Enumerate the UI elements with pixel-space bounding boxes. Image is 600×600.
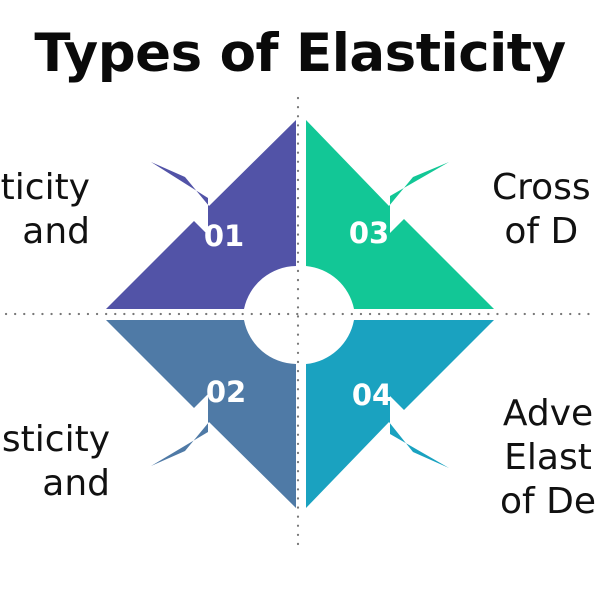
quadrant-01-label: ticity and (1, 166, 90, 254)
quadrant-02-label: sticity and (2, 418, 110, 506)
quadrant-02-number: 02 (206, 375, 246, 409)
quadrant-01-label-line: ticity (0, 167, 90, 208)
quadrant-04-label-line: Adve (502, 393, 594, 434)
quadrant-04-label-line: of De (500, 481, 597, 522)
quadrant-02-label-line: and (42, 463, 110, 504)
quadrant-01-label-line: and (22, 211, 90, 252)
quadrant-01-shape (106, 120, 296, 309)
quadrant-02-shape (106, 320, 296, 508)
quadrant-03-shape (306, 120, 494, 309)
quadrant-03-label: Cross of D (492, 166, 591, 254)
quadrant-01-number: 01 (204, 219, 244, 253)
quadrant-03-number: 03 (349, 216, 389, 250)
quadrant-04-shape (306, 320, 494, 508)
diagram-title: Types of Elasticity (34, 23, 566, 84)
quadrant-04-label: Adve Elast of De (500, 392, 596, 524)
quadrant-03-label-line: Cross (492, 167, 591, 208)
quadrant-03-label-line: of D (504, 211, 579, 252)
quadrant-04-label-line: Elast (504, 437, 592, 478)
quadrant-02-label-line: sticity (1, 419, 110, 460)
quadrant-04-number: 04 (352, 378, 392, 412)
